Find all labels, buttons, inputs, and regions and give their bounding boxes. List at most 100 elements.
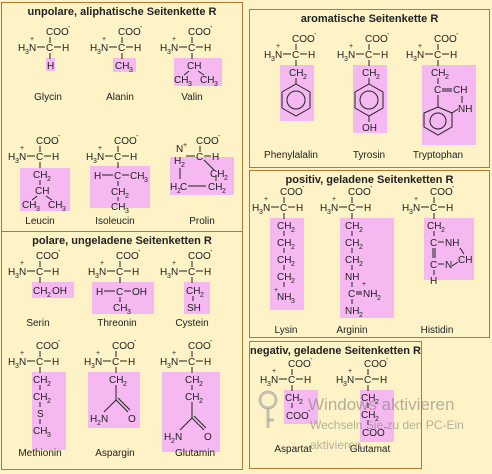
svg-text:H: H: [320, 203, 327, 214]
svg-text:O: O: [204, 432, 212, 443]
svg-text:-: -: [68, 24, 71, 31]
svg-text:NH: NH: [277, 292, 291, 303]
svg-text:3: 3: [93, 158, 97, 165]
svg-text:2: 2: [224, 175, 228, 182]
svg-text:H: H: [96, 287, 103, 298]
svg-text:N: N: [19, 357, 26, 368]
panel-title: polare, ungeladene Seitenketten R: [32, 235, 212, 247]
svg-text:CH: CH: [208, 182, 222, 193]
panel-title: aromatische Seitenkette R: [300, 13, 439, 25]
svg-text:2: 2: [291, 261, 295, 268]
aa-name: Tyrosin: [352, 150, 386, 161]
svg-text:CH: CH: [277, 255, 291, 266]
svg-text:2: 2: [376, 74, 380, 81]
svg-text:S: S: [37, 409, 44, 420]
svg-text:3: 3: [343, 381, 347, 388]
svg-text:3: 3: [167, 273, 171, 280]
svg-text:+: +: [172, 36, 176, 43]
svg-text:C: C: [365, 50, 372, 61]
svg-text:3: 3: [97, 49, 101, 56]
svg-text:CH: CH: [174, 75, 188, 86]
aa-name: Methionin: [18, 448, 62, 459]
svg-text:-: -: [140, 24, 143, 31]
svg-text:N: N: [176, 144, 183, 155]
svg-text:COO: COO: [288, 359, 311, 370]
svg-text:C: C: [288, 375, 295, 386]
svg-text:+: +: [172, 350, 176, 357]
svg-text:+: +: [98, 145, 102, 152]
svg-text:CH: CH: [289, 68, 303, 79]
svg-text:3: 3: [291, 298, 295, 305]
svg-text:H: H: [160, 43, 167, 54]
svg-text:+: +: [272, 368, 276, 375]
svg-text:+: +: [274, 287, 278, 294]
svg-text:COO: COO: [118, 27, 141, 38]
svg-text:H: H: [160, 357, 167, 368]
svg-text:-: -: [452, 184, 455, 191]
svg-text:2: 2: [359, 261, 363, 268]
aa-name: Arginin: [336, 325, 368, 336]
svg-text:COO: COO: [114, 136, 137, 147]
svg-text:+: +: [362, 281, 366, 288]
svg-text:C: C: [46, 43, 53, 54]
svg-text:+: +: [348, 368, 352, 375]
svg-text:H: H: [406, 50, 413, 61]
svg-text:C: C: [188, 357, 195, 368]
aa-name: Aspargin: [95, 448, 135, 459]
svg-text:N: N: [275, 50, 282, 61]
aa-name: Prolin: [189, 216, 215, 227]
svg-text:H: H: [94, 171, 101, 182]
svg-text:SH: SH: [187, 303, 201, 314]
svg-text:CH: CH: [186, 286, 200, 297]
svg-text:-: -: [134, 338, 137, 345]
svg-text:H: H: [90, 414, 97, 425]
svg-text:H: H: [170, 182, 177, 193]
svg-text:CH: CH: [115, 61, 129, 72]
svg-text:N: N: [171, 43, 178, 54]
svg-text:N: N: [99, 267, 106, 278]
svg-text:N: N: [95, 357, 102, 368]
svg-text:2: 2: [441, 227, 445, 234]
svg-text:3: 3: [15, 158, 19, 165]
svg-text:3: 3: [144, 177, 148, 184]
svg-text:C: C: [434, 50, 441, 61]
svg-text:CH: CH: [210, 169, 224, 180]
svg-text:C: C: [112, 357, 119, 368]
panel-title: unpolare, aliphatische Seitenkette R: [27, 6, 217, 18]
svg-text:CH: CH: [431, 68, 445, 79]
svg-text:3: 3: [214, 81, 218, 88]
svg-text:3: 3: [129, 67, 133, 74]
svg-text:C: C: [118, 43, 125, 54]
svg-text:H: H: [260, 375, 267, 386]
svg-text:2: 2: [47, 292, 51, 299]
svg-text:C: C: [188, 43, 195, 54]
svg-text:-: -: [218, 133, 221, 140]
svg-text:2: 2: [359, 312, 363, 319]
svg-text:COO: COO: [36, 251, 59, 262]
svg-text:C: C: [434, 85, 441, 96]
svg-text:N: N: [171, 357, 178, 368]
svg-text:H: H: [88, 267, 95, 278]
svg-text:H: H: [47, 61, 54, 72]
activation-watermark-title: Windows aktivieren: [308, 395, 455, 414]
svg-text:N: N: [175, 432, 182, 443]
svg-text:H: H: [84, 357, 91, 368]
svg-text:CH: CH: [109, 375, 123, 386]
svg-text:H: H: [90, 43, 97, 54]
svg-text:COO: COO: [36, 341, 59, 352]
svg-text:H: H: [296, 203, 303, 214]
svg-text:COO: COO: [188, 251, 211, 262]
svg-text:3: 3: [259, 209, 263, 216]
svg-text:C: C: [430, 260, 437, 271]
svg-text:2: 2: [177, 188, 181, 195]
svg-text:+: +: [276, 43, 280, 50]
svg-text:C: C: [116, 287, 123, 298]
svg-text:-: -: [302, 184, 305, 191]
svg-text:NH: NH: [458, 104, 472, 115]
svg-text:+: +: [100, 260, 104, 267]
